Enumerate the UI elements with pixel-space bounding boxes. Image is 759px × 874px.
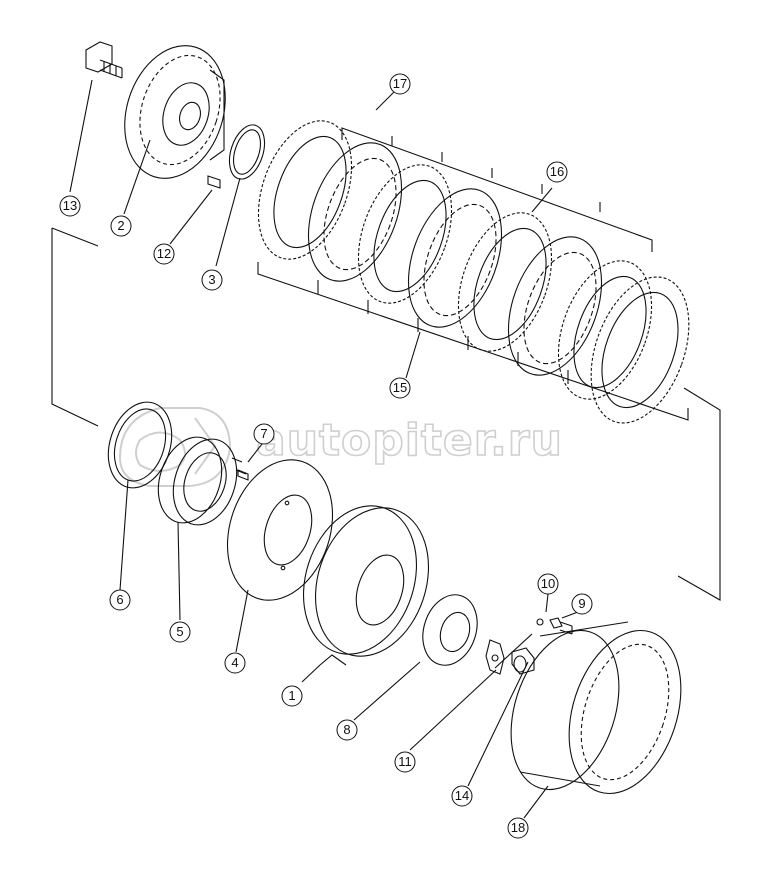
callout-6: 6: [109, 589, 131, 611]
callout-label: 9: [578, 596, 585, 611]
callout-18: 18: [507, 817, 529, 839]
callout-15: 15: [389, 377, 411, 399]
callout-label: 18: [511, 820, 525, 835]
callout-2: 2: [110, 215, 132, 237]
callout-label: 14: [455, 788, 469, 803]
part-7-pin: [237, 469, 249, 481]
callout-13: 13: [59, 195, 81, 217]
callout-5: 5: [169, 621, 191, 643]
part-6-o-ring: [107, 401, 173, 489]
callout-label: 4: [231, 655, 238, 670]
callout-label: 3: [208, 272, 215, 287]
part-12-pin: [207, 175, 221, 189]
part-8-spring-plate: [422, 594, 478, 666]
part-13-bolt: [85, 41, 123, 79]
part-1-pressure-plate: [302, 505, 430, 666]
callout-12: 12: [153, 243, 175, 265]
callout-7: 7: [253, 423, 275, 445]
part-10-washer: [536, 618, 544, 626]
callout-17: 17: [389, 73, 411, 95]
callout-8: 8: [336, 719, 358, 741]
callout-14: 14: [451, 785, 473, 807]
callout-11: 11: [394, 751, 416, 773]
part-2-hub-gear: [124, 45, 226, 179]
part-11-plate: [485, 639, 505, 675]
part-18-drum: [510, 621, 682, 795]
part-4-disc: [226, 459, 334, 601]
leader-lines: [69, 79, 579, 819]
clutch-plate-stack: [257, 120, 690, 424]
bracket-lines: [51, 127, 721, 601]
callout-16: 16: [546, 161, 568, 183]
callout-label: 12: [157, 246, 171, 261]
callouts: 13 2 12 3 17 16 15 7: [59, 73, 593, 839]
callout-1: 1: [281, 685, 303, 707]
callout-label: 11: [398, 754, 412, 769]
callout-3: 3: [201, 269, 223, 291]
callout-label: 5: [176, 624, 183, 639]
watermark: autopiter.ru: [118, 407, 563, 487]
callout-label: 1: [288, 688, 295, 703]
line-art: [51, 41, 721, 819]
callout-label: 7: [260, 426, 267, 441]
watermark-text: autopiter.ru: [256, 415, 563, 466]
callout-label: 6: [116, 592, 123, 607]
callout-label: 13: [63, 198, 77, 213]
callout-label: 10: [541, 576, 555, 591]
callout-label: 15: [393, 380, 407, 395]
callout-label: 17: [393, 76, 407, 91]
callout-label: 2: [117, 218, 124, 233]
part-14-nut: [511, 647, 535, 675]
callout-label: 8: [343, 722, 350, 737]
part-3-snap-ring: [228, 124, 266, 180]
callout-9: 9: [571, 593, 593, 615]
callout-4: 4: [224, 652, 246, 674]
callout-10: 10: [537, 573, 559, 595]
part-5-piston: [157, 436, 247, 526]
callout-label: 16: [550, 164, 564, 179]
